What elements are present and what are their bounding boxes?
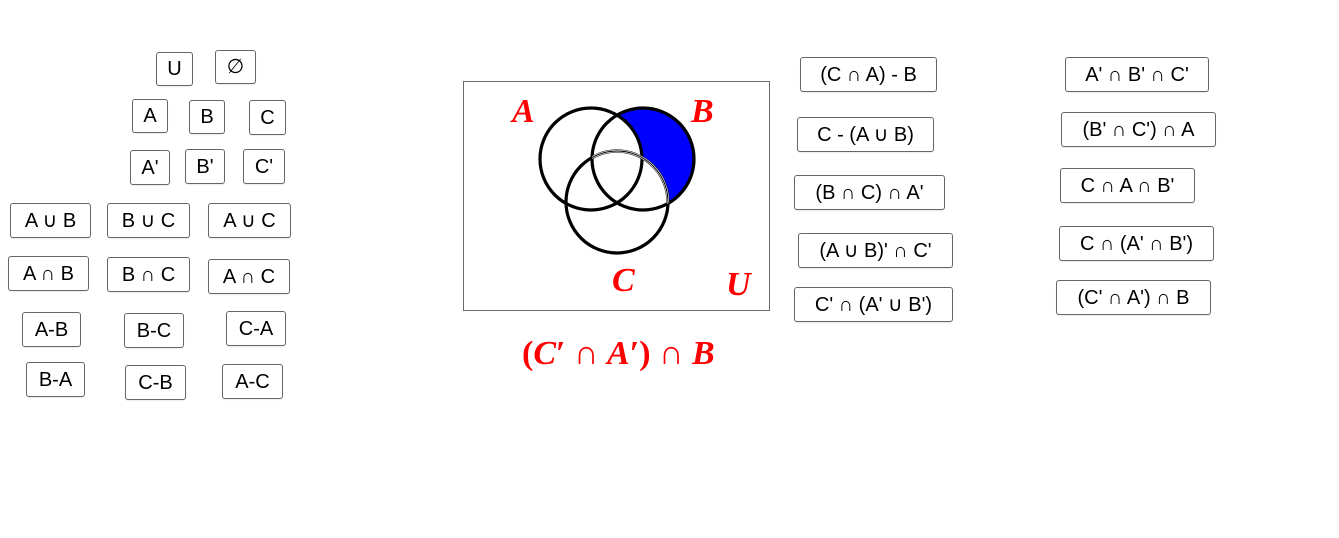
formula-a: A <box>607 335 630 372</box>
c-minus-b-button[interactable]: C-B <box>125 365 186 400</box>
formula-prime: ′ <box>629 335 640 372</box>
formula-paren-close: ) <box>639 335 651 372</box>
empty-set-button[interactable]: ∅ <box>215 50 256 84</box>
a-minus-b-button[interactable]: A-B <box>22 312 81 347</box>
c-minus-a-button[interactable]: C-A <box>226 311 286 346</box>
formula-b: B <box>692 335 715 372</box>
formula-paren-open: ( <box>522 335 534 372</box>
b-union-c-button[interactable]: B ∪ C <box>107 203 190 238</box>
compound-button-5[interactable]: C' ∩ (A' ∪ B') <box>794 287 953 322</box>
universe-button[interactable]: U <box>156 52 193 86</box>
b-minus-a-button[interactable]: B-A <box>26 362 85 397</box>
a-intersect-c-button[interactable]: A ∩ C <box>208 259 290 294</box>
formula-intersect: ∩ <box>650 335 693 372</box>
set-b-complement-button[interactable]: B' <box>185 149 225 184</box>
set-a-button[interactable]: A <box>132 99 168 133</box>
b-minus-c-button[interactable]: B-C <box>124 313 184 348</box>
b-intersect-c-button[interactable]: B ∩ C <box>107 257 190 292</box>
label-u: U <box>726 266 751 303</box>
set-c-button[interactable]: C <box>249 100 286 135</box>
formula-prime: ′ <box>556 335 566 372</box>
compound-button-1[interactable]: (C ∩ A) - B <box>800 57 937 92</box>
formula-intersect: ∩ <box>565 335 608 372</box>
compound-button-6[interactable]: A' ∩ B' ∩ C' <box>1065 57 1209 92</box>
compound-button-2[interactable]: C - (A ∪ B) <box>797 117 934 152</box>
a-intersect-b-button[interactable]: A ∩ B <box>8 256 89 291</box>
compound-button-7[interactable]: (B' ∩ C') ∩ A <box>1061 112 1216 147</box>
label-b: B <box>691 93 714 130</box>
a-union-b-button[interactable]: A ∪ B <box>10 203 91 238</box>
current-expression: (C′ ∩ A′) ∩ B <box>522 337 715 371</box>
set-c-complement-button[interactable]: C' <box>243 149 285 184</box>
compound-button-3[interactable]: (B ∩ C) ∩ A' <box>794 175 945 210</box>
compound-button-4[interactable]: (A ∪ B)' ∩ C' <box>798 233 953 268</box>
compound-button-8[interactable]: C ∩ A ∩ B' <box>1060 168 1195 203</box>
venn-circles-graphic <box>538 106 696 255</box>
compound-button-9[interactable]: C ∩ (A' ∩ B') <box>1059 226 1214 261</box>
set-a-complement-button[interactable]: A' <box>130 150 170 185</box>
set-b-button[interactable]: B <box>189 100 225 134</box>
label-c: C <box>612 262 635 299</box>
formula-c: C <box>533 335 557 372</box>
compound-button-10[interactable]: (C' ∩ A') ∩ B <box>1056 280 1211 315</box>
a-union-c-button[interactable]: A ∪ C <box>208 203 291 238</box>
a-minus-c-button[interactable]: A-C <box>222 364 283 399</box>
label-a: A <box>512 93 535 130</box>
venn-diagram: A B C U <box>463 81 770 311</box>
